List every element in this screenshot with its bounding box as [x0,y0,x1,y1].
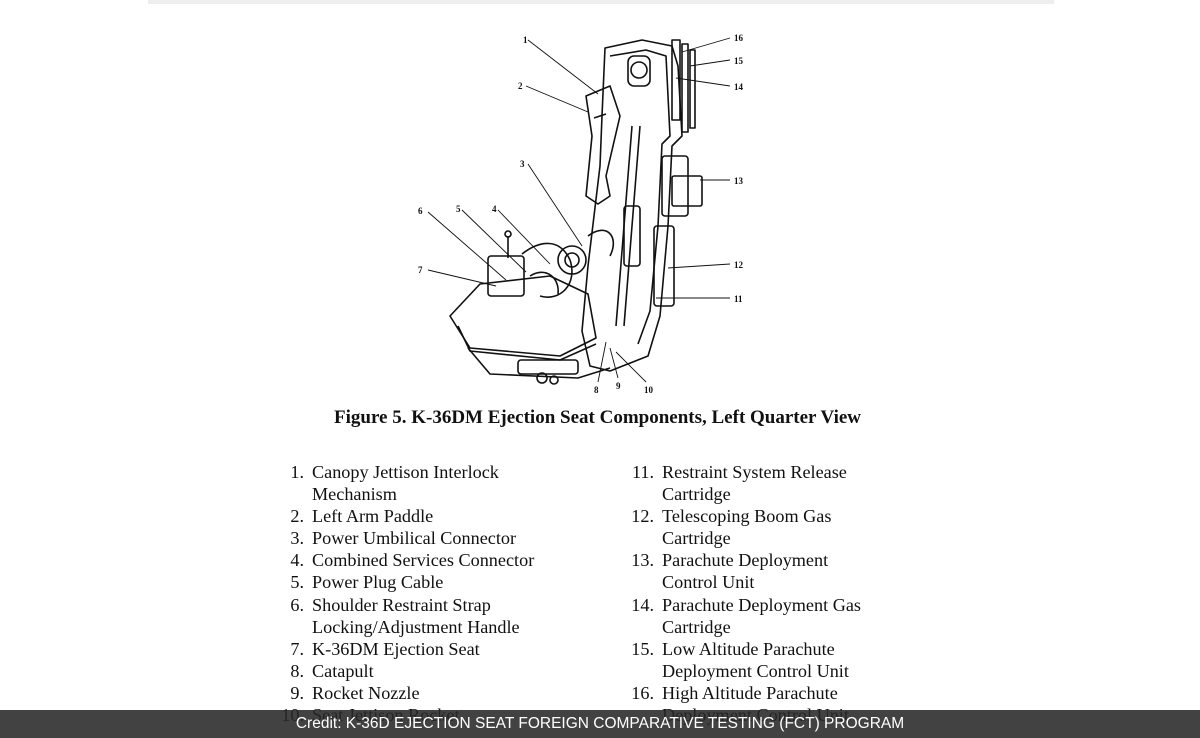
legend-item-line: Canopy Jettison Interlock [312,462,499,482]
legend-item-number: 13. [631,550,654,571]
top-divider [148,0,1054,4]
ejection-seat-diagram: 1 2 3 4 5 6 7 8 9 10 11 12 13 14 15 16 [410,26,770,406]
legend-item: 7. K-36DM Ejection Seat [262,638,592,660]
legend-item-line: Power Umbilical Connector [312,528,517,549]
legend-item-number: 6. [290,594,304,615]
ejection-seat-drawing: 1 2 3 4 5 6 7 8 9 10 11 12 13 14 15 16 [418,33,744,395]
callout-7: 7 [418,265,423,275]
legend-item-text: Left Arm Paddle [304,505,433,527]
legend-item-line: Restraint System Release [662,462,847,482]
legend-item-line: Deployment Control Unit [662,660,849,681]
legend-item: 8. Catapult [262,660,592,682]
legend-item-line: Rocket Nozzle [312,682,420,703]
callout-3: 3 [520,159,525,169]
legend-item-text: Power Plug Cable [304,571,443,593]
legend-item-line: Control Unit [662,572,755,593]
legend-item-line: Cartridge [662,528,731,549]
callout-11: 11 [734,294,743,304]
callout-12: 12 [734,260,744,270]
legend-item-number: 1. [290,462,304,482]
legend-item-line: Low Altitude Parachute [662,638,835,659]
legend-item-line: Cartridge [662,484,731,505]
legend-item-line: Power Plug Cable [312,572,444,593]
callout-14: 14 [734,82,744,92]
figure-caption: Figure 5. K-36DM Ejection Seat Component… [334,407,861,428]
image-credit: Credit: K-36D EJECTION SEAT FOREIGN COMP… [0,710,1200,738]
callout-9: 9 [616,381,621,391]
legend-item-number: 12. [631,506,654,527]
callout-4: 4 [492,204,497,214]
callout-10: 10 [644,385,654,395]
callout-8: 8 [594,385,599,395]
legend-item-number: 16. [631,682,654,703]
callout-15: 15 [734,56,744,66]
legend-item-number: 11. [631,462,654,482]
legend-item-line: Left Arm Paddle [312,506,434,527]
legend-item-line: Parachute Deployment [662,550,829,571]
legend-item-number: 2. [290,506,304,527]
legend-item-line: Combined Services Connector [312,550,535,571]
legend-item-text: K-36DM Ejection Seat [304,638,480,660]
callout-1: 1 [523,35,528,45]
legend-item-line: Cartridge [662,616,731,637]
legend-item-text: Rocket Nozzle [304,682,420,704]
legend-item-line: Parachute Deployment Gas [662,594,861,615]
legend-item: 4. Combined Services Connector [262,549,592,571]
legend-item-number: 15. [631,638,654,659]
callout-5: 5 [456,204,461,214]
legend-item-number: 3. [290,528,304,549]
legend-item-line: Mechanism [312,484,397,505]
legend-item-line: Telescoping Boom Gas [662,506,832,527]
callout-13: 13 [734,176,744,186]
legend-item-number: 5. [290,572,304,593]
legend-item-line: Shoulder Restraint Strap [312,594,491,615]
legend-item: 5. Power Plug Cable [262,571,592,593]
legend-item-text: Power Umbilical Connector [304,527,516,549]
legend-item-number: 14. [631,594,654,615]
legend-item: 3. Power Umbilical Connector [262,527,592,549]
callout-2: 2 [518,81,523,91]
legend-item-text: Catapult [304,660,374,682]
callout-16: 16 [734,33,744,43]
legend-item-line: K-36DM Ejection Seat [312,638,480,659]
legend-item-line: Catapult [312,660,374,681]
legend-item-number: 4. [290,550,304,571]
legend-item-number: 9. [290,682,304,703]
legend-item: 2. Left Arm Paddle [262,505,592,527]
legend-item-line: High Altitude Parachute [662,682,838,703]
legend-item-line: Locking/Adjustment Handle [312,616,520,637]
legend-item-number: 8. [290,660,304,681]
callout-6: 6 [418,206,423,216]
legend-item: 9. Rocket Nozzle [262,682,592,704]
legend-item-number: 7. [290,638,304,659]
legend-item-text: Combined Services Connector [304,549,534,571]
